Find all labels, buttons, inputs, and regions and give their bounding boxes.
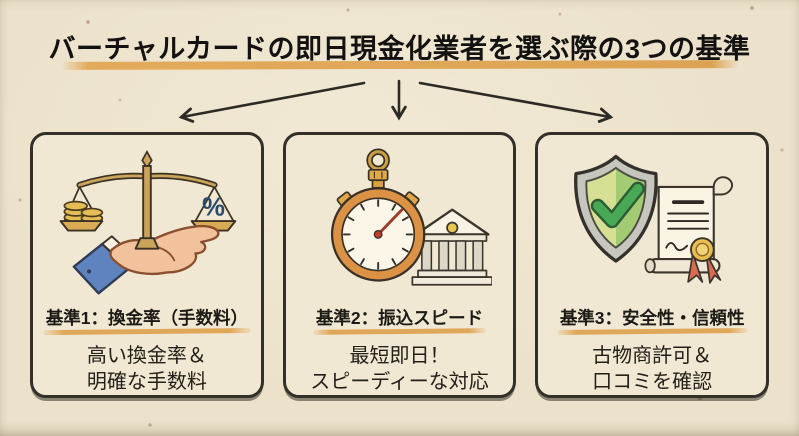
card-3-line-2: 口コミを確認 (592, 371, 713, 393)
card-1-line-1: 高い換金率＆ (86, 345, 207, 367)
arrow-right-icon (418, 81, 614, 123)
criteria-card-3: 基準3：安全性・信頼性 古物商許可＆ 口コミを確認 (535, 132, 770, 398)
stopwatch-bank-icon (286, 141, 514, 305)
card-1-heading: 基準1：換金率（手数料） (45, 308, 248, 328)
fan-arrows (178, 79, 614, 123)
page-title: バーチャルカードの即日現金化業者を選ぶ際の3つの基準 (48, 34, 751, 64)
arrow-left-icon (178, 81, 366, 123)
criteria-card-1: % 基準1：換金率（手数料） 高い換金率＆ 明確な手数料 (30, 132, 264, 398)
balance-scale-hand-icon: % (33, 141, 261, 305)
card-3-body: 古物商許可＆ 口コミを確認 (592, 343, 712, 395)
percent-symbol: % (202, 193, 225, 221)
card-1-line-2: 明確な手数料 (86, 371, 207, 393)
card-3-heading: 基準3：安全性・信頼性 (559, 308, 745, 328)
card-2-body: 最短即日！ スピーディーな対応 (310, 343, 489, 395)
card-2-line-1: 最短即日！ (349, 345, 450, 367)
card-1-body: 高い換金率＆ 明確な手数料 (87, 343, 207, 395)
criteria-card-2: 基準2：振込スピード 最短即日！ スピーディーな対応 (282, 132, 517, 398)
card-2-line-2: スピーディーな対応 (310, 371, 489, 393)
shield-check-certificate-icon (538, 141, 766, 305)
card-3-line-1: 古物商許可＆ (592, 345, 713, 367)
criteria-cards-row: % 基準1：換金率（手数料） 高い換金率＆ 明確な手数料 (30, 132, 770, 398)
card-2-heading: 基準2：振込スピード (315, 308, 484, 328)
